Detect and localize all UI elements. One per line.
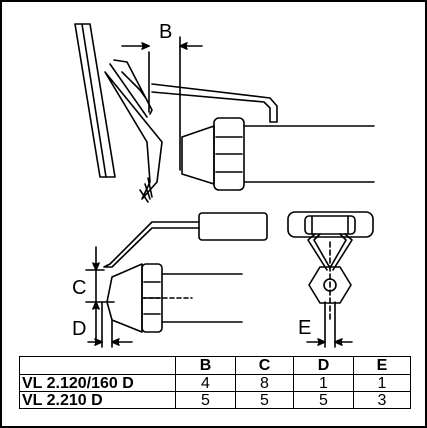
cell-d: 1 (293, 374, 354, 392)
table-header-row: B C D E (19, 356, 411, 375)
row-model: VL 2.120/160 D (19, 374, 176, 392)
row-model: VL 2.210 D (19, 391, 176, 409)
dimension-c-d: C D (72, 246, 133, 348)
cell-b: 4 (175, 374, 236, 392)
cell-c: 8 (235, 374, 294, 392)
col-header-e: E (353, 356, 411, 375)
electrode-side (103, 212, 268, 333)
burner-electrode-diagram: B C D (72, 21, 375, 348)
label-d: D (72, 318, 86, 340)
burner-wall (74, 23, 116, 178)
nozzle-top (179, 117, 375, 191)
cell-e: 3 (353, 391, 411, 409)
dimension-b: B (121, 21, 203, 143)
label-c: C (72, 277, 86, 299)
dimension-e: E (298, 301, 353, 348)
col-header-d: D (293, 356, 354, 375)
label-b: B (159, 21, 172, 43)
table-row: VL 2.210 D 5 5 5 3 (19, 391, 411, 409)
label-e: E (298, 317, 311, 339)
cell-d: 5 (293, 391, 354, 409)
cell-e: 1 (353, 374, 411, 392)
cell-b: 5 (175, 391, 236, 409)
electrode-top (104, 59, 278, 203)
spec-table: B C D E VL 2.120/160 D 4 8 1 1 VL 2.210 … (19, 356, 411, 409)
col-header-c: C (235, 356, 294, 375)
table-row: VL 2.120/160 D 4 8 1 1 (19, 374, 411, 392)
col-header-b: B (175, 356, 236, 375)
cell-c: 5 (235, 391, 294, 409)
electrode-front (287, 211, 374, 323)
table-corner (19, 356, 176, 375)
